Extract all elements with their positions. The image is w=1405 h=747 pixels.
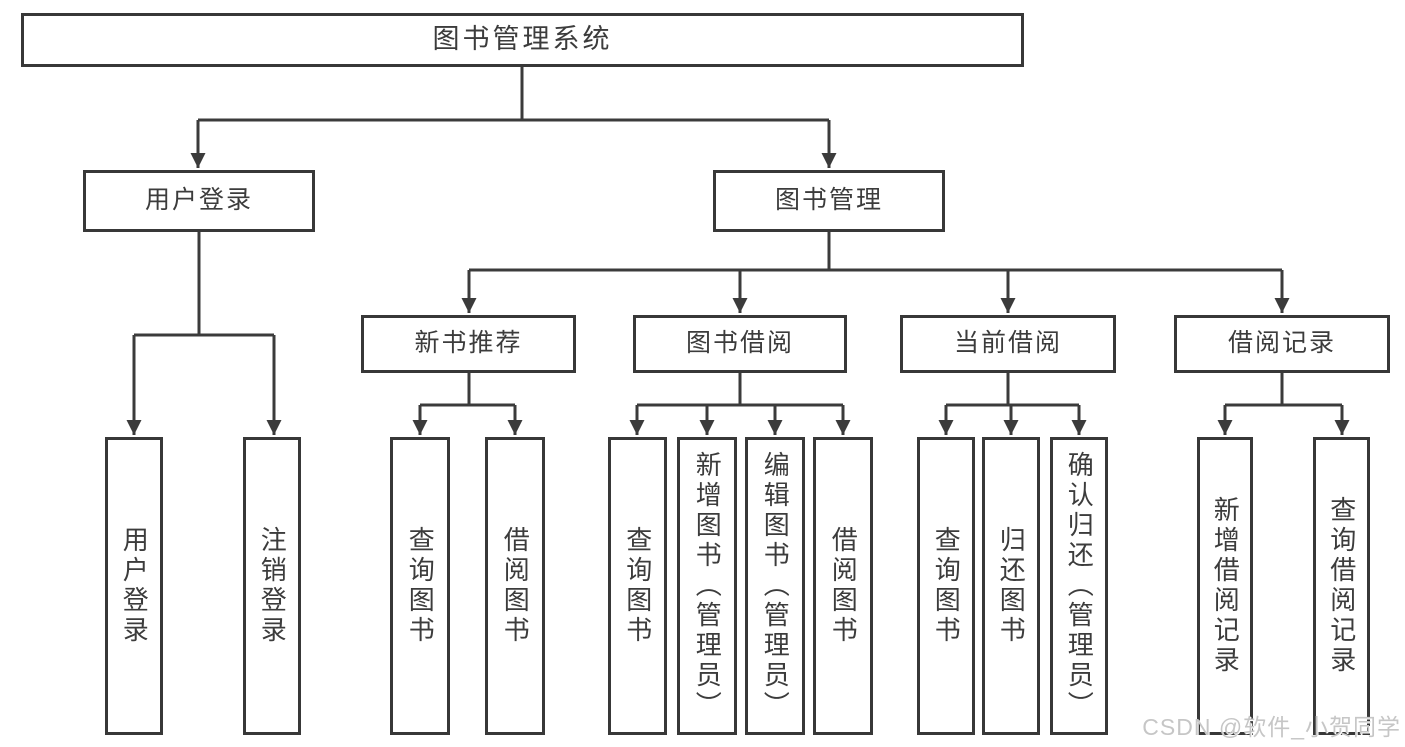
node-book-borrowing: 图书借阅 <box>633 315 847 373</box>
node-user-login: 用户登录 <box>83 170 315 232</box>
leaf-edit-books-admin: 编辑图书（管理员） <box>745 437 805 735</box>
csdn-watermark: CSDN @软件_小贺同学 <box>1142 714 1401 740</box>
leaf-query-books-borrowing: 查询图书 <box>608 437 667 735</box>
leaf-borrow-books: 借阅图书 <box>813 437 873 735</box>
leaf-add-books-admin: 新增图书（管理员） <box>677 437 737 735</box>
node-current-borrowing: 当前借阅 <box>900 315 1116 373</box>
node-borrowing-records: 借阅记录 <box>1174 315 1390 373</box>
leaf-return-books: 归还图书 <box>982 437 1040 735</box>
leaf-logout: 注销登录 <box>243 437 301 735</box>
node-new-book-recommend: 新书推荐 <box>361 315 576 373</box>
leaf-user-login: 用户登录 <box>105 437 163 735</box>
node-system-root: 图书管理系统 <box>21 13 1024 67</box>
leaf-confirm-return-admin: 确认归还（管理员） <box>1050 437 1108 735</box>
leaf-borrow-books-recommend: 借阅图书 <box>485 437 545 735</box>
leaf-query-borrow-record: 查询借阅记录 <box>1313 437 1370 735</box>
leaf-query-books-recommend: 查询图书 <box>390 437 450 735</box>
node-book-management: 图书管理 <box>713 170 945 232</box>
leaf-query-books-current: 查询图书 <box>917 437 975 735</box>
leaf-add-borrow-record: 新增借阅记录 <box>1197 437 1253 735</box>
